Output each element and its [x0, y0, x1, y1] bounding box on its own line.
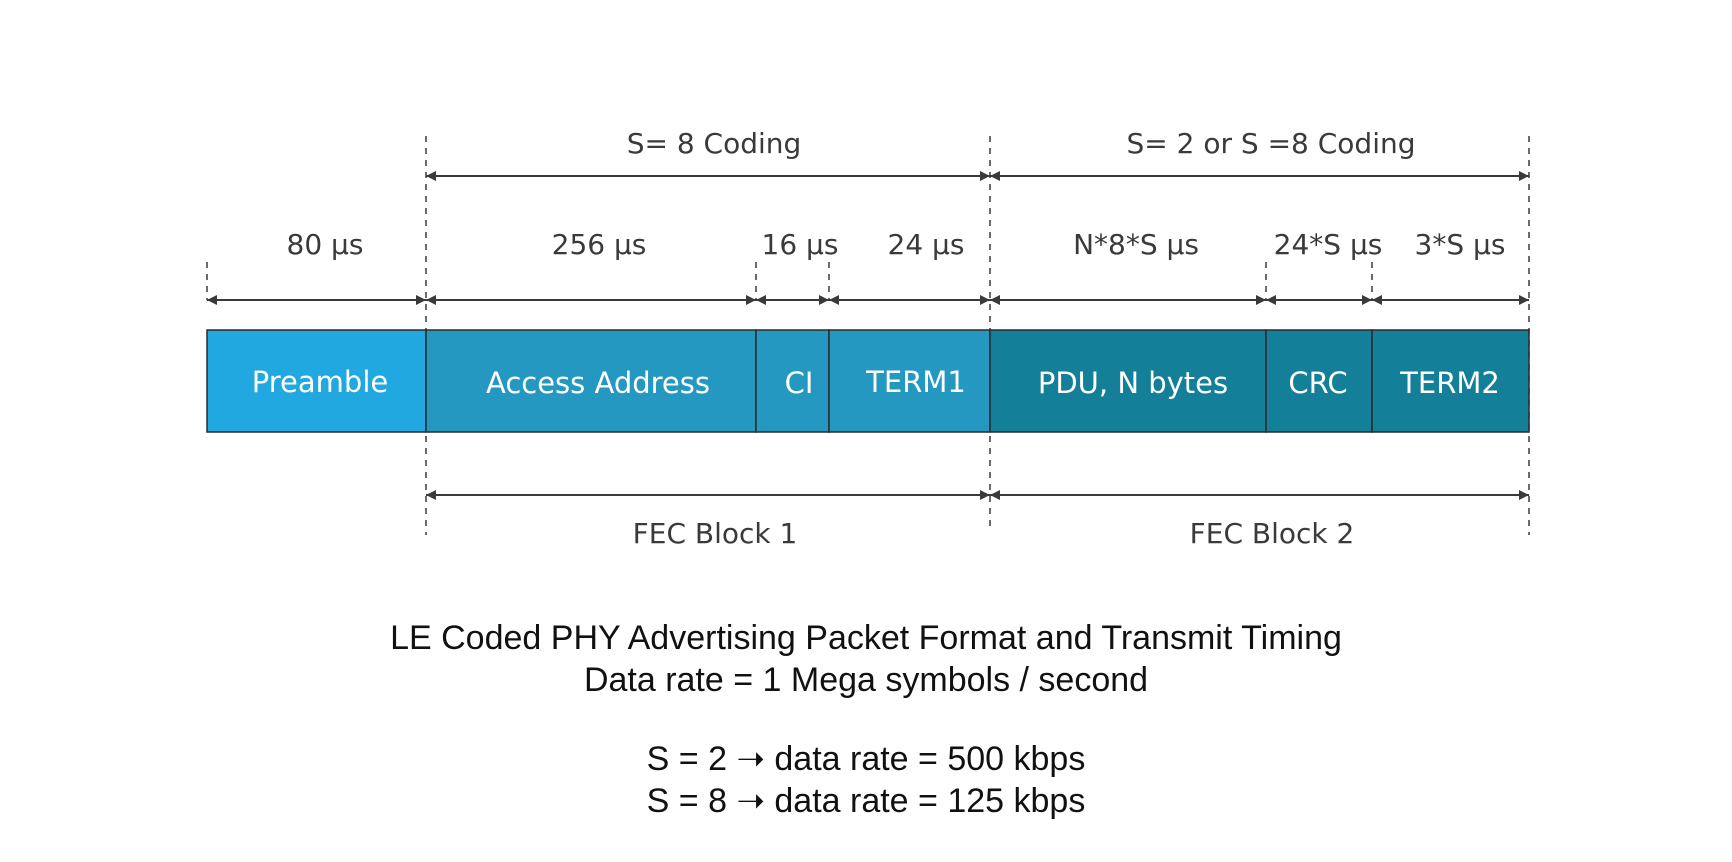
- segment-pdu: [989, 329, 1267, 433]
- duration-label-preamble: 80 µs: [287, 228, 364, 261]
- segment-term2: [1371, 329, 1530, 433]
- segment-label-ci: CI: [785, 366, 814, 400]
- segment-label-preamble: Preamble: [252, 365, 388, 399]
- caption-title: LE Coded PHY Advertising Packet Format a…: [390, 619, 1342, 657]
- duration-label-term1: 24 µs: [888, 228, 965, 261]
- segment-label-crc: CRC: [1288, 366, 1347, 400]
- coding-label-s2-s8: S= 2 or S =8 Coding: [1127, 127, 1416, 160]
- caption-symbol-rate: Data rate = 1 Mega symbols / second: [583, 661, 1149, 699]
- duration-label-ci: 16 µs: [762, 228, 839, 261]
- segment-label-term2: TERM2: [1399, 366, 1500, 400]
- segment-access-address: [425, 329, 757, 433]
- segment-label-pdu: PDU, N bytes: [1038, 366, 1228, 400]
- segment-crc: [1265, 329, 1373, 433]
- segment-term1: [828, 329, 991, 433]
- coding-label-s8: S= 8 Coding: [627, 127, 802, 160]
- caption-rate-s8: S = 8 ➝ data rate = 125 kbps: [646, 782, 1086, 820]
- caption-rate-s2: S = 2 ➝ data rate = 500 kbps: [646, 740, 1086, 778]
- duration-label-crc: 24*S µs: [1274, 228, 1383, 261]
- duration-label-pdu: N*8*S µs: [1073, 228, 1199, 261]
- duration-label-term2: 3*S µs: [1415, 228, 1506, 261]
- packet-timing-diagram: S= 8 Coding S= 2 or S =8 Coding 80 µs 25…: [206, 127, 1530, 550]
- packet-bar: [206, 329, 1530, 433]
- fec-label-1: FEC Block 1: [633, 517, 798, 550]
- segment-ci: [755, 329, 830, 433]
- segment-label-access-address: Access Address: [486, 366, 710, 400]
- duration-label-access-address: 256 µs: [552, 228, 647, 261]
- segment-label-term1: TERM1: [865, 365, 966, 399]
- fec-label-2: FEC Block 2: [1190, 517, 1355, 550]
